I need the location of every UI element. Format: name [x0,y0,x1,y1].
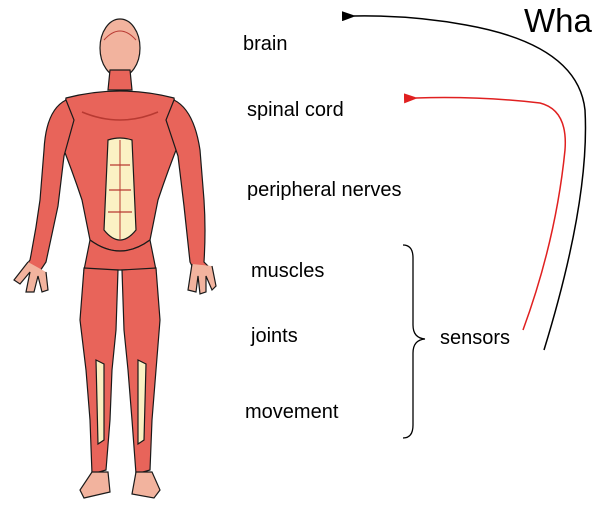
page-title: Wha [524,4,592,37]
label-joints: joints [251,326,298,346]
sensors-to-spinal-cord-arrow [416,98,565,330]
right-curly-brace-icon [403,245,425,438]
label-sensors: sensors [440,328,510,348]
label-muscles: muscles [251,261,324,281]
label-movement: movement [245,402,338,422]
label-brain: brain [243,34,287,54]
label-spinal-cord: spinal cord [247,100,344,120]
label-peripheral-nerves: peripheral nerves [247,180,402,200]
anatomy-muscle-figure-icon [14,19,216,498]
